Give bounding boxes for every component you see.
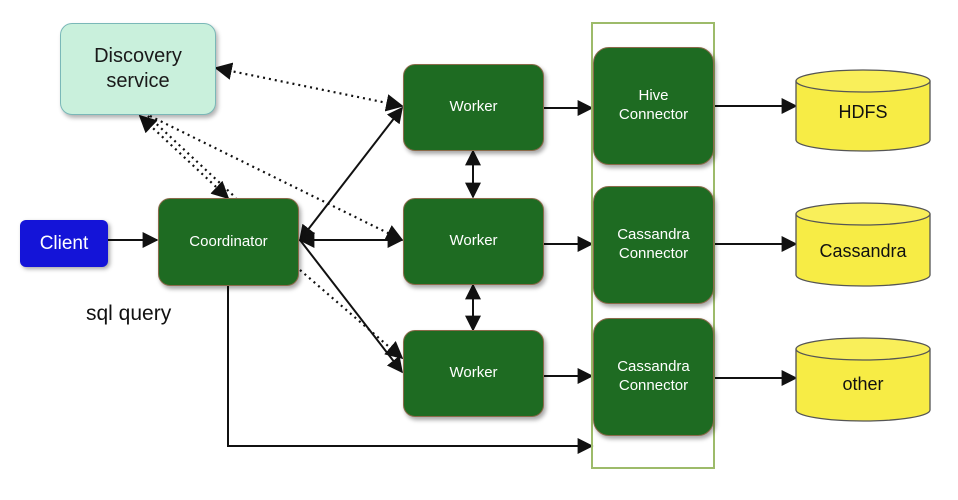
discovery-worker-top-link	[214, 62, 404, 112]
cassandra-connector-middle-line1: Cassandra	[617, 226, 690, 244]
sql-query-label: sql query	[86, 302, 172, 325]
client-node: Client	[20, 220, 108, 267]
store-cassandra-label: Cassandra	[819, 241, 907, 261]
coordinator-worker-bottom-arrow	[299, 239, 403, 374]
store-hdfs-label: HDFS	[838, 102, 888, 122]
coordinator-worker-bottom-dotted-link	[299, 269, 404, 360]
discovery-coordinator-link-2	[147, 115, 237, 199]
hive-connector-line2: Connector	[618, 106, 689, 123]
coordinator-worker-top-arrow	[299, 106, 403, 242]
store-other-cylinder	[795, 337, 931, 422]
cassandra-connector-bottom-line2: Connector	[618, 377, 689, 394]
coordinator-direct-connector-arrow	[227, 286, 594, 454]
cassandra-connector-node-middle: Cassandra Connector	[593, 186, 714, 304]
discovery-coordinator-link	[138, 114, 230, 200]
connector-group-frame	[591, 22, 715, 469]
worker-node-middle: Worker	[403, 198, 544, 285]
cassandra-connector-bottom-line1: Cassandra	[617, 358, 690, 376]
hive-connector-line1: Hive	[638, 87, 669, 105]
worker-middle-label: Worker	[449, 232, 498, 250]
worker-bottom-label: Worker	[449, 364, 498, 382]
worker-top-label: Worker	[449, 98, 498, 116]
discovery-service-node: Discovery service	[60, 23, 216, 115]
worker-node-bottom: Worker	[403, 330, 544, 417]
store-hdfs-cylinder	[795, 69, 931, 152]
cassandra-connector-middle-line2: Connector	[618, 245, 689, 262]
client-label: Client	[39, 232, 89, 254]
store-cassandra-cylinder	[795, 202, 931, 287]
store-other-label: other	[842, 374, 884, 394]
coordinator-label: Coordinator	[189, 232, 268, 250]
cassandra-connector-node-bottom: Cassandra Connector	[593, 318, 714, 436]
coordinator-node: Coordinator	[158, 198, 299, 286]
discovery-service-label: Discovery service	[94, 45, 182, 92]
hive-connector-node: Hive Connector	[593, 47, 714, 165]
worker-node-top: Worker	[403, 64, 544, 151]
